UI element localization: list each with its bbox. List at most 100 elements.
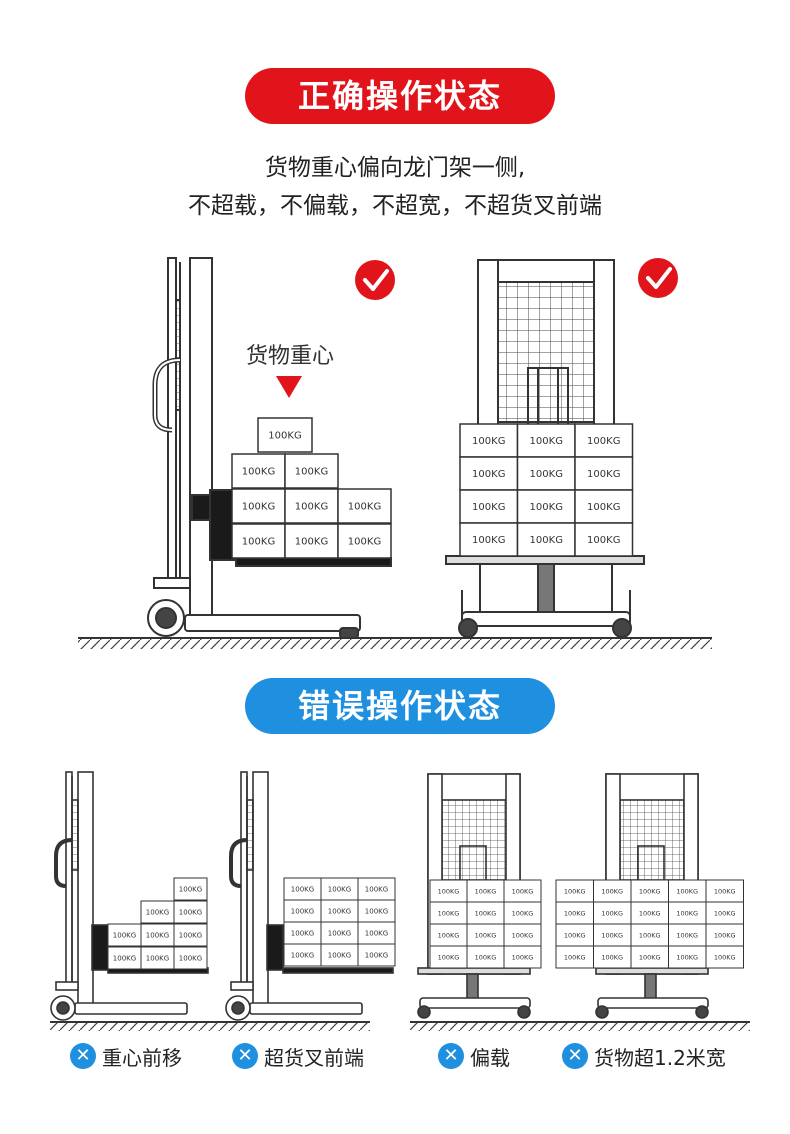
cargo-box-label: 100KG [365,929,388,937]
correct-desc-line-2: 不超载，不偏载，不超宽，不超货叉前端 [188,193,602,219]
cargo-stack-correct-side: 100KG 100KG 100KG 100KG 100KG 100KG 100KG 100KG… [231,417,392,559]
wrong-caption-2: ✕ 超货叉前端 [232,1041,364,1071]
cargo-box-label: 100KG [639,953,661,961]
wrong-caption-4: ✕ 货物超1.2米宽 [562,1041,726,1071]
cargo-box-label: 100KG [242,502,275,513]
cargo-box [516,522,576,557]
wrong-caption-4-label: 货物超1.2米宽 [594,1045,726,1070]
cargo-box [284,523,339,559]
cargo-box-label: 100KG [113,954,136,962]
cargo-box-label: 100KG [365,885,388,893]
cargo-box [503,945,542,969]
cargo-box-label: 100KG [601,953,623,961]
check-icon [355,260,395,300]
cargo-box-label: 100KG [365,951,388,959]
cargo-box-label: 100KG [530,469,563,480]
wrong-operation-title: 错误操作状态 [245,678,555,734]
cargo-box-label: 100KG [348,537,381,548]
cargo-box-label: 100KG [512,887,534,895]
cargo-box-label: 100KG [676,953,698,961]
cargo-box-label: 100KG [348,502,381,513]
cargo-box-label: 100KG [438,931,460,939]
cargo-box-label: 100KG [475,953,497,961]
cargo-box-label: 100KG [512,909,534,917]
cargo-box-label: 100KG [472,469,505,480]
cross-icon: ✕ [232,1043,258,1069]
cargo-box-label: 100KG [179,931,202,939]
cargo-box [173,900,208,924]
cargo-box-label: 100KG [472,535,505,546]
cargo-box [337,523,392,559]
cargo-box-label: 100KG [472,436,505,447]
cargo-box-label: 100KG [601,909,623,917]
cargo-box [357,943,396,967]
cargo-box-label: 100KG [714,909,736,917]
cargo-box [173,923,208,947]
cargo-box [231,453,286,489]
cargo-stack-correct-front: 100KG 100KG 100KG 100KG 100KG 100KG 100KG 100KG… [459,423,634,557]
cargo-box-label: 100KG [295,502,328,513]
correct-operation-title: 正确操作状态 [245,68,555,124]
ground-bottom [50,1021,750,1031]
cargo-box-label: 100KG [714,931,736,939]
cargo-box-label: 100KG [291,907,314,915]
wrong-caption-3-label: 偏载 [470,1045,510,1070]
cargo-box [173,946,208,970]
center-of-gravity-arrow [276,376,302,398]
cargo-box-label: 100KG [639,931,661,939]
cargo-box-label: 100KG [291,885,314,893]
cross-icon: ✕ [438,1043,464,1069]
cargo-box-label: 100KG [475,909,497,917]
cross-icon: ✕ [70,1043,96,1069]
cargo-box [231,488,286,524]
cargo-box-label: 100KG [268,431,301,442]
cargo-box-label: 100KG [295,467,328,478]
stacker-side-view-wrong-2 [225,771,394,1021]
cargo-box-label: 100KG [530,502,563,513]
cargo-box-label: 100KG [512,953,534,961]
cargo-box-label: 100KG [587,436,620,447]
center-of-gravity-label: 货物重心 [246,344,334,369]
cargo-box [574,522,634,557]
cargo-box-label: 100KG [530,436,563,447]
cargo-box-label: 100KG [564,887,586,895]
cargo-box-label: 100KG [676,909,698,917]
cargo-box-label: 100KG [564,953,586,961]
cargo-box-label: 100KG [512,931,534,939]
cargo-box-label: 100KG [475,887,497,895]
cargo-box-label: 100KG [328,907,351,915]
cargo-box-label: 100KG [146,908,169,916]
cargo-box-label: 100KG [530,535,563,546]
cargo-box-label: 100KG [676,931,698,939]
cargo-box [284,488,339,524]
cargo-box-label: 100KG [564,931,586,939]
cargo-box-label: 100KG [639,887,661,895]
cargo-box-label: 100KG [242,537,275,548]
cargo-box-label: 100KG [179,885,202,893]
cargo-box-label: 100KG [242,467,275,478]
cargo-box-label: 100KG [714,953,736,961]
cargo-box-label: 100KG [601,887,623,895]
cargo-box [705,945,744,969]
cargo-box-label: 100KG [295,537,328,548]
cargo-box-label: 100KG [179,908,202,916]
cargo-box [257,417,313,453]
cargo-box-label: 100KG [472,502,505,513]
cargo-box-label: 100KG [291,951,314,959]
ground-top [78,637,712,649]
cargo-box-label: 100KG [146,931,169,939]
cargo-box [173,877,208,901]
wrong-caption-2-label: 超货叉前端 [264,1045,364,1070]
cargo-box-label: 100KG [291,929,314,937]
correct-desc-line-1: 货物重心偏向龙门架一侧, [264,155,526,181]
cargo-box-label: 100KG [328,951,351,959]
cargo-box-label: 100KG [601,931,623,939]
wrong-caption-3: ✕ 偏载 [438,1041,510,1071]
check-icon [638,258,678,298]
cargo-stack-wrong-3: 100KG 100KG 100KG 100KG 100KG 100KG 100KG 100KG… [429,879,542,969]
cargo-box-label: 100KG [587,502,620,513]
cargo-box-label: 100KG [714,887,736,895]
cargo-box-label: 100KG [639,909,661,917]
stacker-side-view-wrong-1 [50,771,209,1021]
